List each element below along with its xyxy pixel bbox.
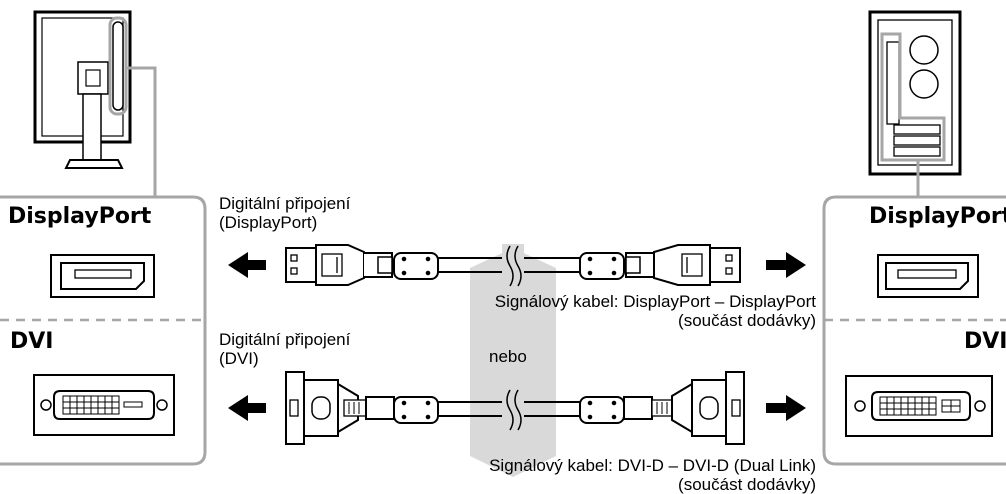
- dvi-cable: [285, 371, 745, 445]
- displayport-cable: [285, 244, 741, 287]
- or-label: nebo: [489, 347, 527, 366]
- dvi-connection-label-line2: (DVI): [219, 349, 259, 368]
- dp-connection-label-line2: (DisplayPort): [219, 213, 318, 232]
- pc-dp-title: DisplayPort: [869, 204, 1006, 229]
- monitor-dvi-title: DVI: [10, 329, 54, 354]
- dp-connection-label-line1: Digitální připojení: [219, 194, 351, 213]
- pc-dvi-title: DVI: [964, 329, 1006, 354]
- pc-illustration: [868, 10, 962, 197]
- dvi-cable-label-line2: (součást dodávky): [678, 475, 816, 494]
- or-arrow: [470, 248, 556, 477]
- dp-cable-label-line1: Signálový kabel: DisplayPort – DisplayPo…: [494, 292, 816, 311]
- dvi-cable-label-line1: Signálový kabel: DVI-D – DVI-D (Dual Lin…: [489, 456, 816, 475]
- dvi-connection-label-line1: Digitální připojení: [219, 330, 351, 349]
- pc-port-panel: [822, 195, 1006, 466]
- arrow-icon: [228, 252, 806, 421]
- monitor-dp-title: DisplayPort: [8, 204, 152, 229]
- monitor-port-panel: [0, 195, 207, 466]
- dp-cable-label-line2: (součást dodávky): [678, 311, 816, 330]
- monitor-illustration: [33, 10, 157, 197]
